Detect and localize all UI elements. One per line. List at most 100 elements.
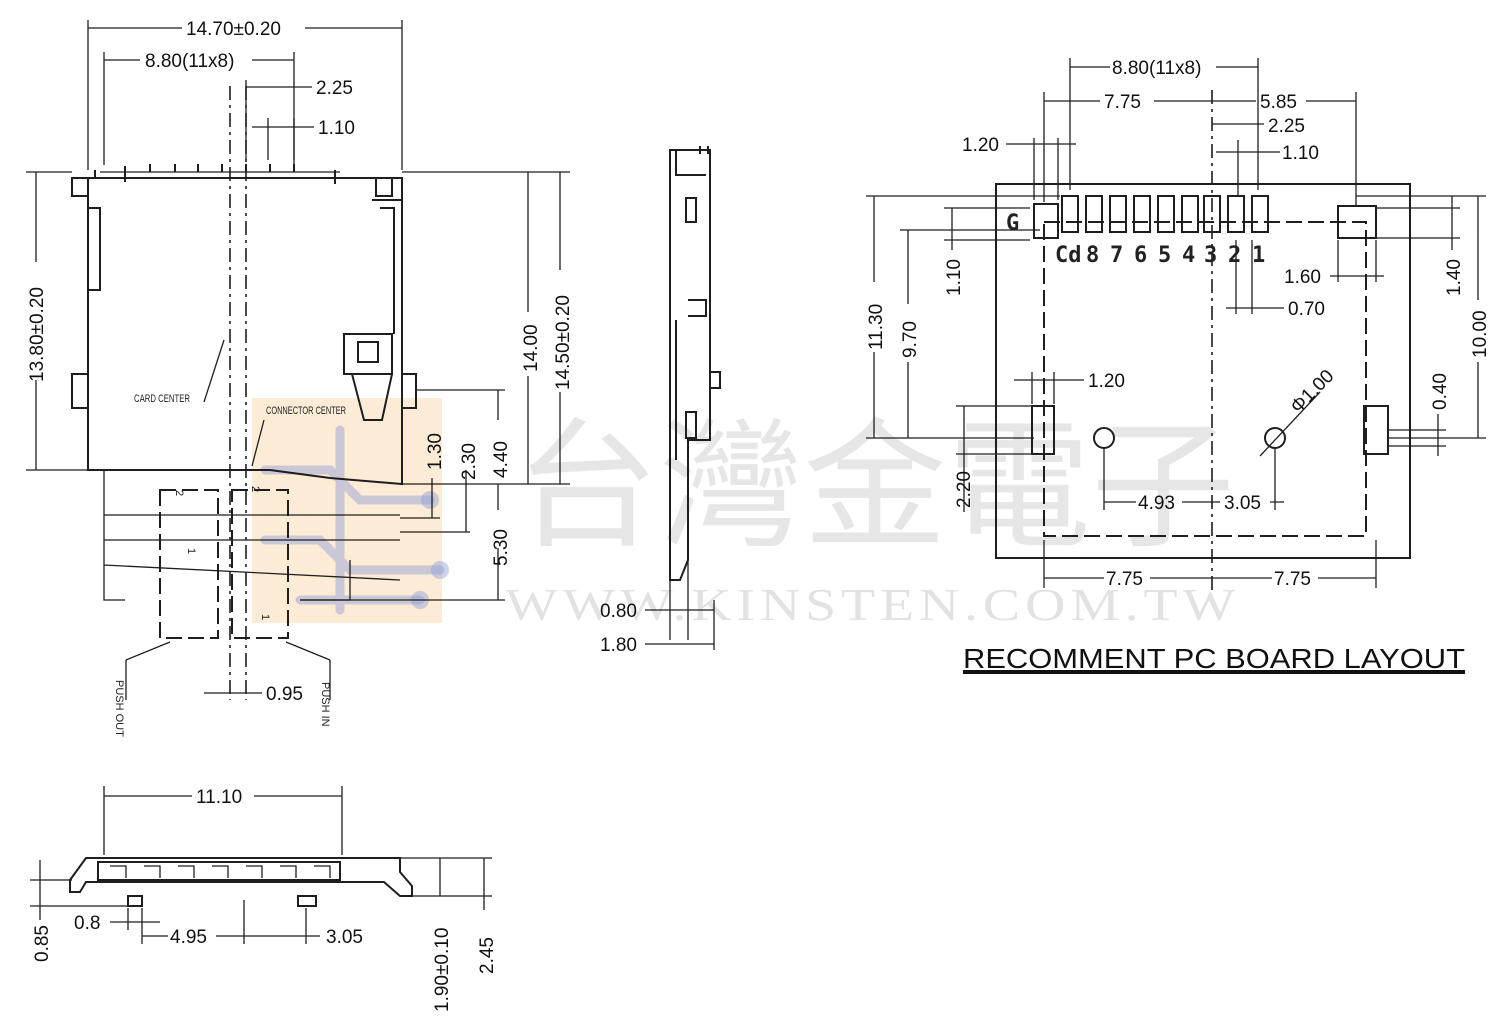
pad-4 xyxy=(1181,195,1199,233)
dim-1-10-lines xyxy=(252,118,314,160)
dim-0-85-lines xyxy=(30,860,128,920)
pcb-dim-1-40: 1.40 xyxy=(1444,259,1465,296)
pad-6 xyxy=(1133,195,1151,233)
pcb-dim-0-40-lines xyxy=(1388,414,1446,456)
position-1-left: 1 xyxy=(185,548,197,554)
pcb-dim-holes-lines xyxy=(1103,448,1284,510)
pcb-dim-1-20-mid-lines xyxy=(1014,372,1084,404)
push-in-label: PUSH IN xyxy=(319,682,331,727)
latch-arm xyxy=(351,341,393,421)
logo-node xyxy=(431,561,449,579)
pad-7 xyxy=(1109,195,1127,233)
pcb-dim-left-lines xyxy=(866,195,1060,439)
pin-label: 8 xyxy=(1086,243,1099,268)
logo-node xyxy=(421,491,439,509)
pin-label: 3 xyxy=(1204,243,1217,268)
pin-label: 6 xyxy=(1134,243,1147,268)
dim-height-lines xyxy=(400,857,492,910)
push-in-position xyxy=(231,489,289,639)
dim-0-8-lines xyxy=(110,908,160,944)
hole-right xyxy=(1264,427,1286,449)
dim-overall-width-lines xyxy=(87,20,403,170)
pad-3 xyxy=(1203,195,1221,233)
watermark-url: WWW.KINSTEN.COM.TW xyxy=(505,579,1240,630)
left-side-tab xyxy=(71,373,89,409)
dim-depth-lines xyxy=(402,171,570,485)
push-region xyxy=(103,470,401,601)
side-view: 0.80 1.80 xyxy=(600,146,721,656)
card-center-leader xyxy=(203,339,225,403)
pcb-dim-7-75-bottom-left: 7.75 xyxy=(1106,569,1143,590)
pin-label: 2 xyxy=(1228,243,1241,268)
dim-0-85: 0.85 xyxy=(32,925,53,962)
pcb-dim-bottom-lines xyxy=(1043,540,1377,588)
connector-center-leader xyxy=(251,419,265,467)
pad-1 xyxy=(1251,195,1269,233)
push-out-leader xyxy=(125,641,171,700)
pad-left-mount xyxy=(1031,405,1055,455)
dim-body-depth-lines xyxy=(26,171,88,471)
left-top-tab xyxy=(71,177,89,197)
pcb-dim-7-75-bottom-right: 7.75 xyxy=(1274,569,1311,590)
front-pin-window xyxy=(97,861,341,881)
dim-depth-14: 14.00 xyxy=(521,324,542,372)
pcb-dim-hole-diameter: Φ1.00 xyxy=(1287,366,1339,418)
front-pins xyxy=(110,865,331,878)
connector-center-label: CONNECTOR CENTER xyxy=(266,405,346,417)
pcb-dim-5-85: 5.85 xyxy=(1260,92,1297,113)
push-out-label: PUSH OUT xyxy=(113,680,125,737)
kinsten-logo xyxy=(252,398,449,623)
pad-8 xyxy=(1085,195,1103,233)
dim-1-90: 1.90±0.10 xyxy=(432,928,453,1012)
side-upper-slot xyxy=(685,197,697,223)
pcb-dim-1-60: 1.60 xyxy=(1284,267,1321,288)
pin-label: 5 xyxy=(1158,243,1171,268)
pcb-outline xyxy=(995,183,1411,559)
pad-cd xyxy=(1061,195,1079,233)
pcb-dim-1-10-top: 1.10 xyxy=(1282,143,1319,164)
dim-body-depth: 13.80±0.20 xyxy=(27,287,48,382)
logo-circuit-lines xyxy=(260,425,445,615)
side-view-outline xyxy=(669,149,711,581)
dim-depth-14-5: 14.50±0.20 xyxy=(553,295,574,390)
pad-2 xyxy=(1227,195,1245,233)
pcb-dim-pitch-lines xyxy=(1212,123,1280,196)
side-lower-slot xyxy=(685,411,697,439)
pcb-dim-1-10-left: 1.10 xyxy=(944,259,965,296)
pin-labels: Cd 8 7 6 5 4 3 2 1 xyxy=(1055,243,1265,268)
top-pin-row xyxy=(94,164,336,184)
pcb-dim-1-20-top-lines xyxy=(1006,138,1076,200)
label-ground: G xyxy=(1006,211,1019,236)
latch-housing xyxy=(343,333,393,375)
pcb-dim-pin-span: 8.80(11x8) xyxy=(1112,58,1201,79)
pcb-dim-2-25: 2.25 xyxy=(1268,116,1305,137)
pcb-dim-10-00: 10.00 xyxy=(1470,310,1491,358)
pcb-dim-4-93: 4.93 xyxy=(1138,493,1175,514)
dim-3-05: 3.05 xyxy=(326,927,363,948)
pad-right-ground xyxy=(1337,205,1377,239)
pad-right-mount xyxy=(1363,405,1389,455)
pcb-dim-0-40: 0.40 xyxy=(1430,373,1451,410)
dim-pin-span: 8.80(11x8) xyxy=(145,51,234,72)
pin-label: Cd xyxy=(1055,243,1082,268)
right-side-tab xyxy=(401,373,417,409)
logo-orange-panel xyxy=(252,398,442,623)
pcb-dim-top-lines xyxy=(1043,92,1357,206)
pad-5 xyxy=(1157,195,1175,233)
dim-1-80: 1.80 xyxy=(600,635,637,656)
pcb-dim-2-20: 2.20 xyxy=(954,471,975,508)
dim-bosses-lines xyxy=(142,900,320,944)
pcb-layout-title: RECOMMENT PC BOARD LAYOUT xyxy=(963,643,1465,674)
card-center-label: CARD CENTER xyxy=(134,393,190,405)
dim-0-80: 0.80 xyxy=(600,601,637,622)
front-bosses xyxy=(127,895,317,907)
pcb-dim-right-small-lines xyxy=(1226,240,1384,314)
pcb-hole-leader xyxy=(1259,391,1321,457)
right-top-tab xyxy=(375,177,393,197)
side-extension-lines xyxy=(669,520,715,650)
front-view-outline xyxy=(69,857,413,897)
pcb-dim-7-75-top: 7.75 xyxy=(1104,92,1141,113)
position-2-left: 2 xyxy=(173,490,185,496)
dim-2-25-lines xyxy=(245,80,312,160)
